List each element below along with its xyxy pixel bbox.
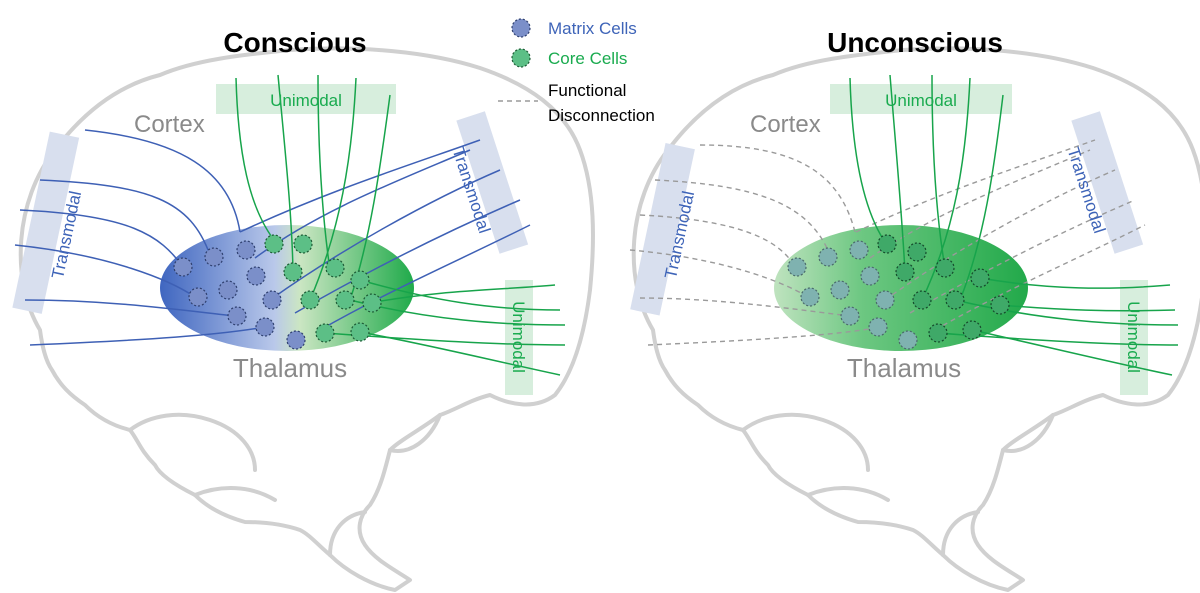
- unimodal-side-box: [1120, 280, 1148, 395]
- unimodal-side-label: Unimodal: [509, 301, 528, 373]
- core-cell: [264, 234, 284, 254]
- unimodal-top-box: [830, 84, 1012, 114]
- disconnected-projections: [629, 139, 1146, 346]
- core-cell-swatch: [511, 48, 531, 68]
- core-cell: [970, 268, 990, 288]
- matrix-cell: [830, 280, 850, 300]
- legend-disconnect-line1: Functional: [548, 81, 626, 100]
- core-cell: [990, 295, 1010, 315]
- transmodal-left-box: [630, 143, 695, 316]
- panel-title: Conscious: [223, 27, 366, 58]
- transmodal-left-box: [12, 131, 80, 314]
- matrix-cell: [236, 240, 256, 260]
- core-cell: [962, 320, 982, 340]
- transmodal-right-box: [456, 111, 529, 254]
- matrix-cell-swatch: [511, 18, 531, 38]
- thalamus-label: Thalamus: [847, 353, 961, 383]
- matrix-cell: [818, 247, 838, 267]
- panel-conscious: Conscious Cortex Thalamus Unimodal Trans…: [12, 27, 595, 593]
- unimodal-side-label: Unimodal: [1124, 301, 1143, 373]
- core-cell: [293, 234, 313, 254]
- unimodal-top-label: Unimodal: [885, 91, 957, 110]
- cortex-label: Cortex: [750, 111, 821, 138]
- unimodal-side-box: [505, 280, 533, 395]
- matrix-cell: [246, 266, 266, 286]
- core-cell: [945, 290, 965, 310]
- core-cell: [912, 290, 932, 310]
- matrix-cell: [840, 306, 860, 326]
- matrix-cell: [227, 306, 247, 326]
- core-cell: [928, 323, 948, 343]
- core-cell: [335, 290, 355, 310]
- legend-disconnect-line2: Disconnection: [548, 106, 655, 125]
- panel-title: Unconscious: [827, 27, 1003, 58]
- matrix-cell: [204, 247, 224, 267]
- core-cell: [935, 258, 955, 278]
- unimodal-top-label: Unimodal: [270, 91, 342, 110]
- cortex-label: Cortex: [134, 111, 205, 138]
- unimodal-top-box: [216, 84, 396, 114]
- matrix-cell: [787, 257, 807, 277]
- core-cell: [877, 234, 897, 254]
- matrix-cell: [286, 330, 306, 350]
- matrix-cell: [218, 280, 238, 300]
- matrix-cell: [262, 290, 282, 310]
- matrix-cell: [860, 266, 880, 286]
- transmodal-right-box: [1071, 111, 1144, 254]
- thalamus-label: Thalamus: [233, 353, 347, 383]
- core-cell: [350, 270, 370, 290]
- matrix-cell: [173, 257, 193, 277]
- core-projections: [849, 74, 1179, 376]
- core-cell: [300, 290, 320, 310]
- panel-unconscious: Unconscious Cortex Thalamus Unimodal Tra…: [629, 27, 1200, 593]
- matrix-cell: [849, 240, 869, 260]
- legend-core-label: Core Cells: [548, 49, 627, 68]
- core-cell: [907, 242, 927, 262]
- matrix-cell: [868, 317, 888, 337]
- core-cell: [362, 293, 382, 313]
- matrix-cell: [800, 287, 820, 307]
- core-cell: [325, 258, 345, 278]
- core-cell: [283, 262, 303, 282]
- core-cell: [315, 323, 335, 343]
- core-cell: [895, 262, 915, 282]
- core-cell: [350, 322, 370, 342]
- legend: Matrix Cells Core Cells Functional Disco…: [498, 18, 655, 125]
- matrix-projections: [14, 129, 531, 346]
- matrix-cell: [875, 290, 895, 310]
- legend-matrix-label: Matrix Cells: [548, 19, 637, 38]
- matrix-cell: [898, 330, 918, 350]
- matrix-cell: [188, 287, 208, 307]
- matrix-cell: [255, 317, 275, 337]
